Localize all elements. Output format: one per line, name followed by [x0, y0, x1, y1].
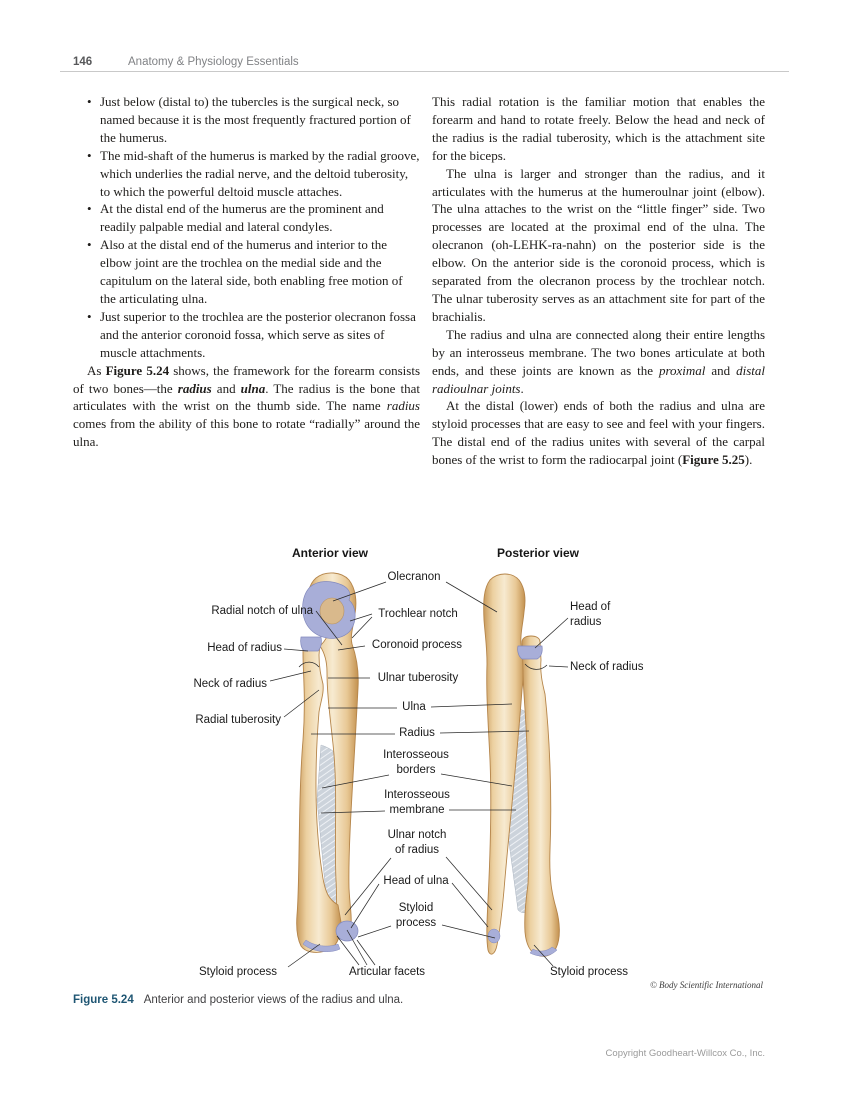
bullet-item: Just below (distal to) the tubercles is … [87, 93, 420, 147]
label-styloid-process-bottom-left: Styloid process [199, 966, 277, 978]
label-head-of-radius-right: Head of radius [570, 601, 611, 628]
distal-radius-cartilage-posterior [529, 946, 558, 957]
bullet-item: Also at the distal end of the humerus an… [87, 236, 420, 308]
header-rule [60, 71, 789, 72]
label-ulnar-notch-of-radius: Ulnar notch of radius [387, 829, 447, 856]
label-trochlear-notch: Trochlear notch [378, 608, 458, 620]
label-head-of-radius-left: Head of radius [207, 642, 282, 654]
page-number: 146 [73, 56, 93, 68]
label-leader-lines [269, 581, 569, 968]
figure-caption-number: Figure 5.24 [73, 994, 134, 1006]
trochlear-notch-hollow [319, 597, 345, 625]
right-text-column: This radial rotation is the familiar mot… [432, 93, 765, 469]
bullet-item: Just superior to the trochlea are the po… [87, 308, 420, 362]
left-column-paragraph: As Figure 5.24 shows, the framework for … [73, 362, 421, 450]
running-head-book-title: Anatomy & Physiology Essentials [128, 56, 299, 68]
figure-caption: Figure 5.24 Anterior and posterior views … [73, 994, 773, 1006]
paragraph: The ulna is larger and stronger than the… [432, 165, 765, 324]
label-styloid-process-bottom-right: Styloid process [550, 966, 628, 978]
radial-head-cartilage-posterior [517, 645, 543, 660]
paragraph: The radius and ulna are connected along … [432, 326, 765, 396]
label-head-of-ulna: Head of ulna [383, 875, 449, 887]
label-radial-notch-of-ulna: Radial notch of ulna [211, 605, 313, 617]
label-neck-of-radius-left: Neck of radius [193, 678, 267, 690]
label-neck-of-radius-right: Neck of radius [570, 661, 644, 673]
label-styloid-process-center: Styloid process [395, 902, 437, 929]
bullet-item: The mid-shaft of the humerus is marked b… [87, 147, 420, 201]
label-articular-facets: Articular facets [349, 966, 426, 978]
bullet-list: Just below (distal to) the tubercles is … [73, 93, 420, 362]
figure-caption-text: Anterior and posterior views of the radi… [143, 994, 404, 1006]
distal-ulna-cartilage-posterior [487, 928, 501, 944]
bullet-item: At the distal end of the humerus are the… [87, 200, 420, 236]
paragraph: This radial rotation is the familiar mot… [432, 94, 765, 163]
anterior-radius-bone [296, 637, 342, 953]
radial-head-cartilage-anterior [300, 636, 322, 652]
left-text-column: Just below (distal to) the tubercles is … [73, 93, 420, 451]
label-ulna: Ulna [402, 701, 426, 713]
label-radial-tuberosity: Radial tuberosity [195, 714, 281, 726]
label-interosseous-borders: Interosseous borders [383, 749, 449, 776]
label-coronoid-process: Coronoid process [371, 639, 463, 651]
copyright-footer: Copyright Goodheart-Willcox Co., Inc. [605, 1048, 765, 1059]
figure-credit: © Body Scientific International [649, 980, 763, 990]
posterior-view-title: Posterior view [496, 546, 580, 560]
label-olecranon: Olecranon [387, 571, 441, 583]
distal-radius-cartilage-anterior [302, 939, 341, 952]
posterior-ulna-bone [483, 573, 526, 955]
anterior-view-title: Anterior view [291, 546, 369, 560]
label-ulnar-tuberosity: Ulnar tuberosity [377, 672, 459, 684]
label-radius: Radius [399, 727, 435, 739]
label-interosseous-membrane: Interosseous membrane [384, 789, 450, 816]
paragraph: At the distal (lower) ends of both the r… [432, 398, 765, 468]
